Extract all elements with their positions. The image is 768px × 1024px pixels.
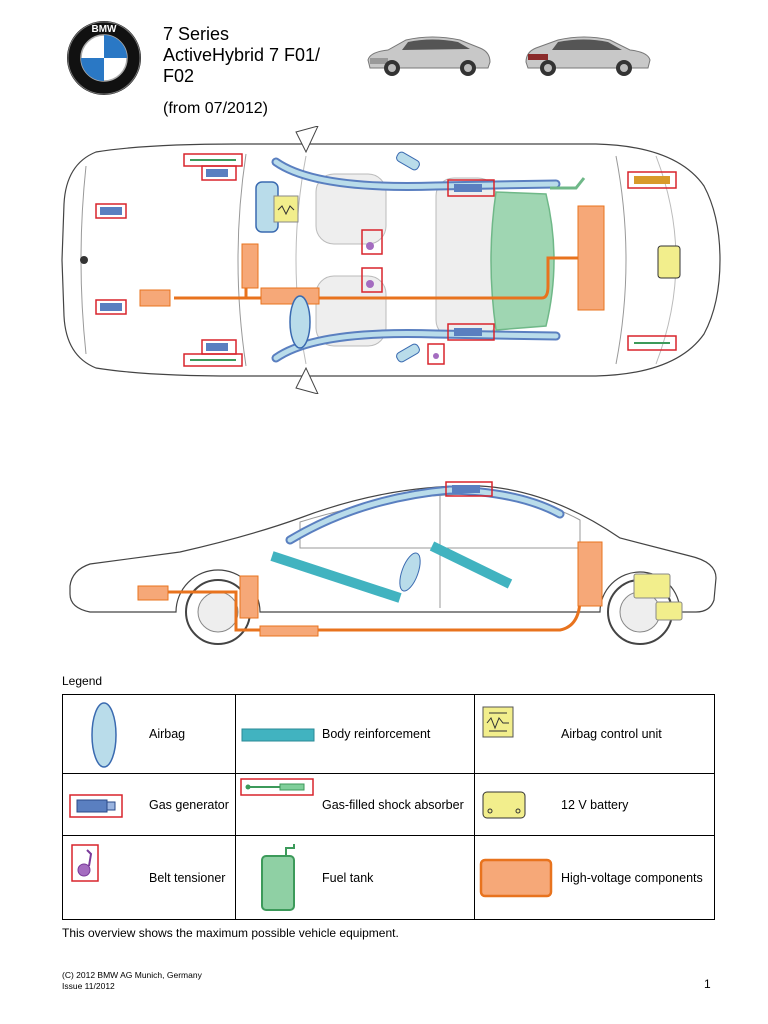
- shock-absorber-icon: [240, 778, 314, 796]
- legend-label-fuel-tank: Fuel tank: [322, 870, 374, 885]
- legend-table: Airbag Body reinforcement Airbag control…: [62, 694, 715, 920]
- top-view-diagram: [56, 125, 726, 395]
- airbag-steering: [289, 295, 311, 349]
- legend-cell-belt-tensioner: Belt tensioner: [62, 835, 236, 920]
- belt-tensioner-icon: [71, 844, 99, 882]
- car-body-outline-side: [69, 485, 717, 613]
- hv-component-2: [241, 243, 259, 289]
- issue-text: Issue 11/2012: [62, 981, 115, 991]
- fuel-tank-icon: [261, 844, 295, 911]
- hv-component-4: [577, 205, 605, 311]
- legend-label-battery: 12 V battery: [561, 797, 629, 812]
- fuel-tank: [490, 191, 555, 331]
- legend-cell-airbag: Airbag: [62, 694, 236, 774]
- page-subtitle: (from 07/2012): [163, 100, 268, 117]
- airbag-control-unit: [273, 195, 299, 223]
- legend-label-gas-generator: Gas generator: [149, 797, 229, 812]
- legend-title: Legend: [62, 674, 103, 688]
- legend-cell-high-voltage: High-voltage components: [474, 835, 715, 920]
- page-number: 1: [704, 977, 711, 991]
- airbag-icon: [91, 702, 117, 768]
- door-reinforcement-rear: [429, 541, 513, 589]
- legend-label-shock-absorber: Gas-filled shock absorber: [322, 797, 464, 812]
- legend-cell-fuel-tank: Fuel tank: [235, 835, 475, 920]
- legend-cell-gas-generator: Gas generator: [62, 773, 236, 836]
- car-photo-front: [362, 30, 494, 85]
- legend-label-belt-tensioner: Belt tensioner: [149, 870, 226, 885]
- hv-component-3: [260, 287, 320, 305]
- copyright-text: (C) 2012 BMW AG Munich, Germany: [62, 970, 202, 980]
- footer-info: (C) 2012 BMW AG Munich, Germany Issue 11…: [62, 970, 202, 992]
- body-reinforcement-icon: [241, 728, 315, 742]
- battery-12v: [657, 245, 681, 279]
- door-reinforcement-front: [270, 551, 402, 603]
- page-title: 7 Series ActiveHybrid 7 F01/ F02: [163, 24, 321, 86]
- airbag-control-unit-icon: [482, 706, 514, 738]
- equipment-note: This overview shows the maximum possible…: [62, 926, 399, 940]
- legend-label-high-voltage: High-voltage components: [561, 870, 703, 885]
- legend-cell-battery: 12 V battery: [474, 773, 715, 836]
- legend-label-airbag-control-unit: Airbag control unit: [561, 727, 662, 741]
- hv-cable: [174, 256, 580, 300]
- high-voltage-icon: [479, 858, 553, 898]
- legend-cell-body-reinforcement: Body reinforcement: [235, 694, 475, 774]
- logo-text: BMW: [92, 24, 118, 35]
- legend-cell-airbag-control-unit: Airbag control unit: [474, 694, 715, 774]
- bmw-logo: BMW: [66, 20, 142, 96]
- legend-label-body-reinforcement: Body reinforcement: [322, 727, 431, 741]
- gas-generator-icon: [69, 794, 123, 818]
- car-body-outline-top: [61, 143, 721, 377]
- car-photo-rear: [522, 30, 654, 85]
- legend-cell-shock-absorber: Gas-filled shock absorber: [235, 773, 475, 836]
- side-view-diagram: [60, 478, 720, 668]
- legend-label-airbag: Airbag: [149, 727, 186, 741]
- battery-icon: [482, 791, 526, 819]
- hv-component-1: [139, 289, 171, 307]
